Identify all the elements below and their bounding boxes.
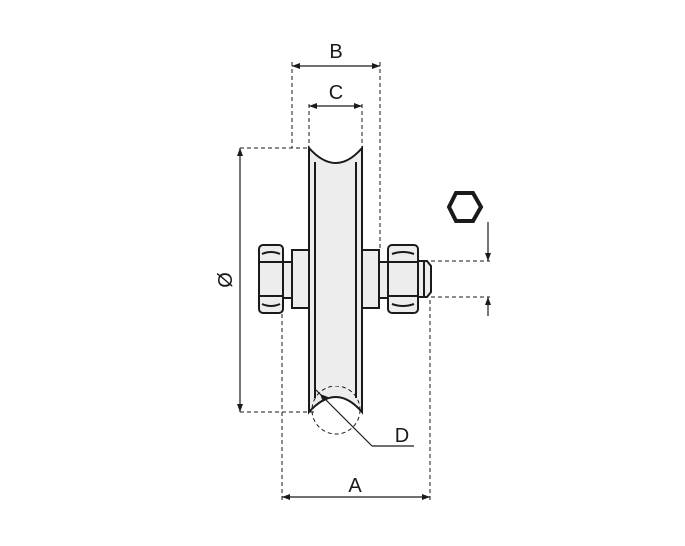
dim-a-arrow-right xyxy=(422,494,430,500)
axle-assembly xyxy=(258,244,432,314)
dim-c-arrow-left xyxy=(309,103,317,109)
wheel-body xyxy=(308,145,363,415)
left-hex-nut xyxy=(258,244,284,314)
bolt-dim-arrow-top xyxy=(485,253,491,261)
dim-c-label: C xyxy=(329,82,343,104)
diameter-label: Ø xyxy=(215,272,237,288)
right-nut-body xyxy=(387,244,419,314)
hexagon-nut-icon xyxy=(446,191,484,223)
dimension-d: D xyxy=(315,389,414,447)
dim-b-arrow-left xyxy=(292,63,300,69)
bolt-dim-arrow-bottom xyxy=(485,297,491,305)
dim-b-label: B xyxy=(329,41,342,63)
left-nut-body xyxy=(258,244,284,314)
dimension-b: B xyxy=(291,41,381,250)
dimension-c: C xyxy=(308,82,363,148)
dim-c-arrow-right xyxy=(354,103,362,109)
dimension-diameter: Ø xyxy=(215,147,316,413)
left-nut-chamfer-bottom xyxy=(261,303,281,307)
right-nut-chamfer-bottom xyxy=(391,303,415,307)
pulley-wheel xyxy=(308,145,363,435)
right-nut-chamfer-top xyxy=(391,251,415,255)
right-washer xyxy=(378,261,389,299)
bolt-end xyxy=(417,260,432,298)
right-hex-nut xyxy=(387,244,419,314)
dimension-bolt xyxy=(431,191,491,316)
dim-d-label: D xyxy=(395,425,409,447)
dimension-a: A xyxy=(281,300,431,500)
left-washer xyxy=(282,261,293,299)
diameter-arrow-top xyxy=(237,148,243,156)
diameter-arrow-bottom xyxy=(237,404,243,412)
dim-a-label: A xyxy=(348,475,362,497)
dim-b-arrow-right xyxy=(372,63,380,69)
dim-a-arrow-left xyxy=(282,494,290,500)
dim-d-arrow xyxy=(320,394,328,402)
right-bushing xyxy=(361,249,380,309)
left-nut-chamfer-top xyxy=(261,251,281,255)
groove-profile-circle xyxy=(311,386,361,435)
left-bushing xyxy=(291,249,310,309)
